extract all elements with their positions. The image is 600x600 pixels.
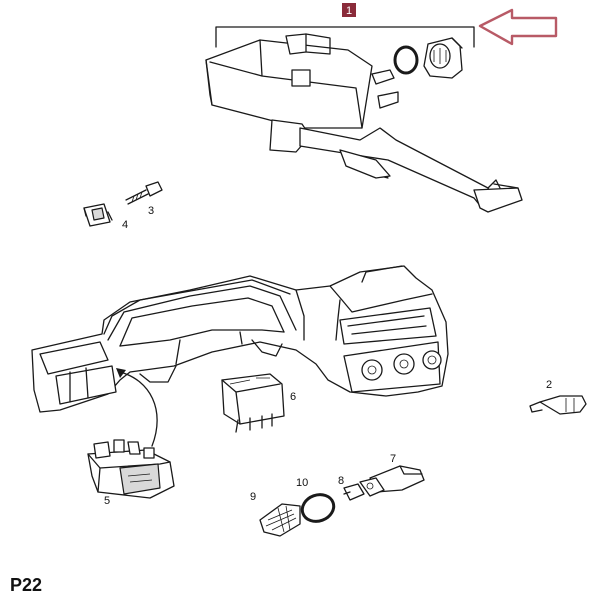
callout-9-label: 9 xyxy=(250,491,256,503)
dashboard-panel[interactable] xyxy=(31,265,449,413)
wedge-bulb[interactable] xyxy=(343,483,365,501)
callout-10-label: 10 xyxy=(296,477,308,489)
vent-socket[interactable] xyxy=(423,37,463,79)
callout-1-highlight-box[interactable] xyxy=(342,3,356,17)
relay[interactable] xyxy=(221,373,285,433)
screw[interactable] xyxy=(125,181,163,205)
page-code-label: P22 xyxy=(10,575,43,595)
air-duct-housing[interactable] xyxy=(205,33,523,213)
callout-1-label: 1 xyxy=(346,5,352,17)
leader-line xyxy=(119,371,158,447)
callout-6-label: 6 xyxy=(290,391,296,403)
lens-ring[interactable] xyxy=(299,490,338,525)
indicator-lens[interactable] xyxy=(259,503,301,537)
callout-8-label: 8 xyxy=(338,475,344,487)
clip-nut[interactable] xyxy=(83,203,113,227)
callout-7-label: 7 xyxy=(390,453,396,465)
fog-light-switch[interactable] xyxy=(87,439,175,499)
bulb[interactable] xyxy=(529,395,587,415)
callout-5-label: 5 xyxy=(104,495,110,507)
callout-3-label: 3 xyxy=(148,205,154,217)
callout-2-label: 2 xyxy=(546,379,552,391)
callout-4-label: 4 xyxy=(122,219,128,231)
o-ring[interactable] xyxy=(393,45,419,75)
callout-1-bracket: 1 xyxy=(215,3,475,48)
highlight-arrow-icon xyxy=(478,8,558,46)
bulb-holder[interactable] xyxy=(359,465,425,497)
leader-arrowhead-icon xyxy=(116,368,126,378)
